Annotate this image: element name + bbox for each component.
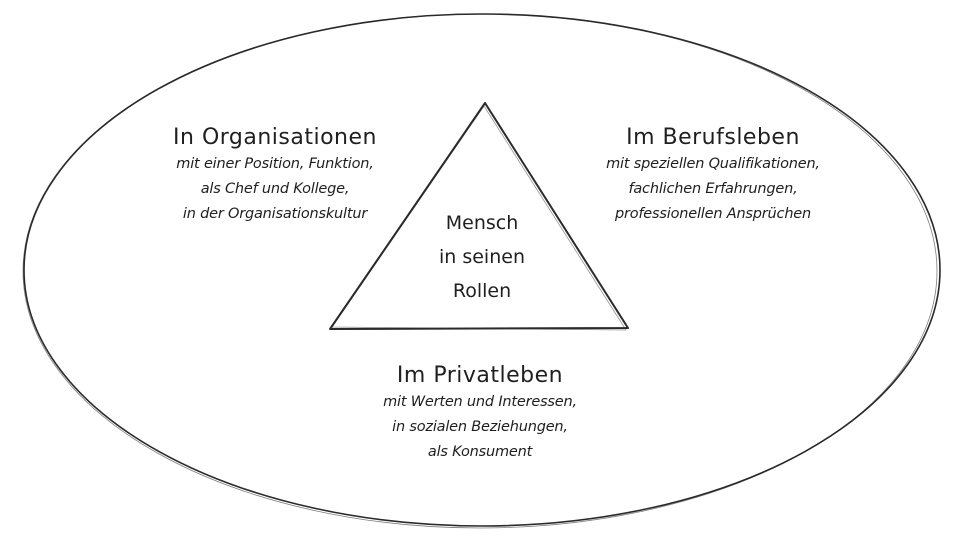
role-organisationen: In Organisationen mit einer Position, Fu… xyxy=(110,124,440,227)
role-berufsleben-title: Im Berufsleben xyxy=(626,125,800,150)
center-label-line-1: Mensch xyxy=(445,212,519,234)
role-organisationen-line-3: in der Organisationskultur xyxy=(182,206,368,222)
role-privatleben-line-1: mit Werten und Interessen, xyxy=(383,394,577,410)
role-privatleben-line-2: in sozialen Beziehungen, xyxy=(392,419,568,435)
role-berufsleben-line-3: professionellen Ansprüchen xyxy=(614,206,812,222)
role-berufsleben-line-2: fachlichen Erfahrungen, xyxy=(628,181,798,197)
center-label: Mensch in seinen Rollen xyxy=(392,206,572,308)
role-organisationen-title: In Organisationen xyxy=(173,125,377,150)
role-privatleben-title: Im Privatleben xyxy=(396,363,564,388)
center-label-line-3: Rollen xyxy=(452,280,512,302)
role-privatleben: Im Privatleben mit Werten und Interessen… xyxy=(310,362,650,465)
role-organisationen-line-1: mit einer Position, Funktion, xyxy=(176,156,374,172)
center-triangle-sketch xyxy=(331,105,627,331)
role-organisationen-line-2: als Chef und Kollege, xyxy=(200,181,350,197)
center-label-line-2: in seinen xyxy=(438,246,525,268)
role-berufsleben-line-1: mit speziellen Qualifikationen, xyxy=(606,156,820,172)
role-berufsleben: Im Berufsleben mit speziellen Qualifikat… xyxy=(548,124,878,227)
outer-ellipse-sketch xyxy=(22,13,938,529)
role-privatleben-line-3: als Konsument xyxy=(427,444,533,460)
